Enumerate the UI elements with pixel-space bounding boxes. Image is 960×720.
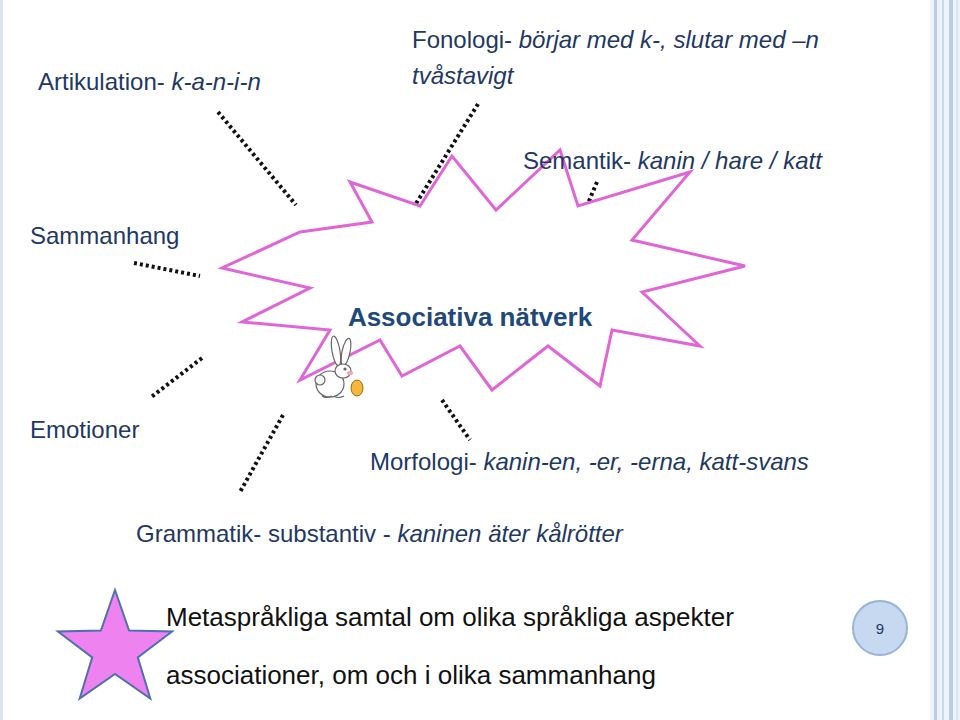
label-group: Grammatik- substantiv - kaninen äter kål… [136,516,623,552]
aspect-label: kaninen äter kålrötter [397,520,622,547]
left-border [0,0,3,720]
aspect-label: Semantik- [523,147,631,174]
leader-line [218,112,296,205]
aspect-label: Sammanhang [30,222,179,249]
label-group: Emotioner [30,412,139,448]
label-group: Semantik- kanin / hare / katt [523,143,822,179]
leader-line [442,400,470,440]
leader-line [134,263,200,276]
label-group: associationer, om och i olika sammanhang [166,656,656,695]
aspect-label: Emotioner [30,416,139,443]
rabbit-ear [339,337,353,366]
right-border-line [942,0,944,720]
label-group: Fonologi- börjar med k-, slutar med –n t… [412,22,912,94]
rabbit-feet [322,396,344,398]
label-group: Morfologi- kanin-en, -er, -erna, katt-sv… [370,444,809,480]
page-number: 9 [852,600,908,656]
note-text: associationer, om och i olika sammanhang [166,660,656,690]
rabbit [315,336,353,398]
aspect-label: kanin / hare / katt [638,147,822,174]
page-number-text: 9 [876,620,884,637]
rabbit-tail [315,375,325,385]
aspect-label: kanin-en, -er, -erna, katt-svans [483,448,808,475]
leader-line [150,358,202,398]
aspect-label: Grammatik- substantiv - [136,520,391,547]
aspect-label: Artikulation- [38,68,165,95]
note-text: Metaspråkliga samtal om olika språkliga … [166,602,734,632]
rabbit-ear [329,336,342,367]
pink-star [58,590,172,699]
easter-egg [351,380,363,396]
label-group: Sammanhang [30,218,179,254]
label-group: Artikulation- k-a-n-i-n [38,64,261,100]
right-border-line [949,0,953,720]
right-border [930,0,960,720]
aspect-label: k-a-n-i-n [171,68,260,95]
rabbit-head [335,364,351,378]
aspect-label: Morfologi- [370,448,477,475]
network-title: Associativa nätverk [230,302,710,333]
starburst-outline [200,140,760,410]
rabbit-nose [347,371,353,375]
rabbit-eye [344,368,346,370]
aspect-label: Fonologi- [412,26,512,53]
leader-line [240,415,283,492]
label-group: Metaspråkliga samtal om olika språkliga … [166,598,734,637]
rabbit-body [316,371,344,397]
right-border-line [956,0,958,720]
starburst-shape [222,150,745,390]
starburst-node: Associativa nätverk [200,140,760,410]
right-border-line [934,0,937,720]
